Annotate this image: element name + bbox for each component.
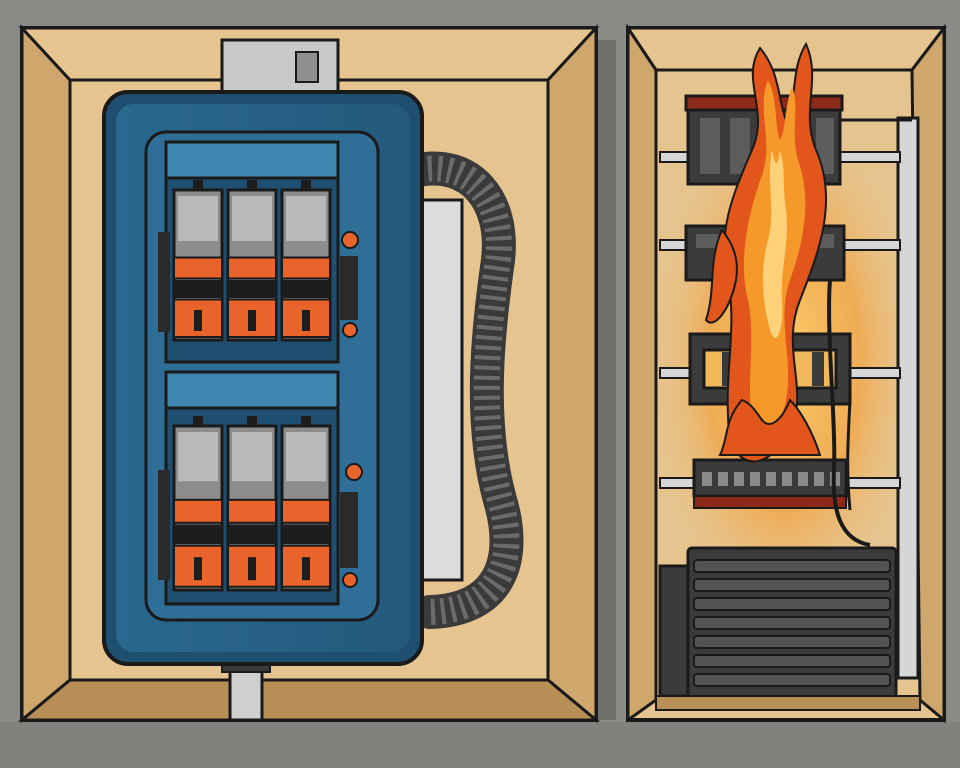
top-conduit-slot [295, 51, 319, 83]
transformer-fin [693, 654, 891, 668]
rack-top-slot [730, 118, 750, 174]
upper-bank-top-rail [164, 140, 340, 180]
breaker-clip [301, 416, 311, 426]
breaker-face [178, 196, 218, 241]
side-terminals [158, 231, 363, 588]
breaker-clip [193, 416, 203, 426]
transformer-fins [693, 559, 891, 687]
transformer-fin [693, 673, 891, 687]
upper-breaker-bank [164, 140, 340, 364]
right-cabinet-top-wall [625, 26, 948, 72]
circuit-breaker [280, 180, 332, 342]
rack-slot [814, 472, 824, 486]
circuit-breaker [280, 416, 332, 592]
breaker-orange-band [227, 256, 277, 280]
breaker-orange-band [173, 256, 223, 280]
breaker-black-band [228, 524, 276, 545]
breaker-black-band [282, 524, 330, 545]
breaker-toggle [194, 557, 202, 581]
breaker-orange-band [227, 498, 277, 524]
terminal-bolt [342, 322, 358, 338]
flexible-conduit-rings [415, 155, 520, 625]
rack-slot [750, 472, 760, 486]
terminal-bolt [341, 231, 359, 249]
circuit-breaker [226, 180, 278, 342]
rack-slot [766, 472, 776, 486]
transformer-fin [693, 597, 891, 611]
breaker-toggle [194, 310, 202, 331]
circuit-breaker [172, 416, 224, 592]
terminal-strip [340, 256, 358, 320]
transformer-block [658, 546, 898, 700]
lower-bank-top-rail [164, 370, 340, 410]
rack-slot [702, 472, 712, 486]
flame-lower [718, 398, 822, 456]
breaker-orange-band [281, 256, 331, 280]
rack-slot [798, 472, 808, 486]
rack-top-slot [700, 118, 720, 174]
breaker-black-band [282, 280, 330, 298]
cable [846, 399, 852, 511]
right-cabinet-left-wall [626, 23, 658, 723]
circuit-breaker [172, 180, 224, 342]
terminal-strip [158, 470, 170, 580]
left-cabinet [17, 24, 601, 724]
rack-third-bar [812, 352, 824, 386]
cabinet-gap-shadow [598, 40, 616, 720]
terminal-strip [340, 492, 358, 568]
cable [827, 279, 871, 547]
breaker-clip [301, 180, 311, 190]
flames [704, 41, 828, 463]
transformer-fin [693, 559, 891, 573]
breaker-black-band [174, 524, 222, 545]
flame-inner [762, 150, 787, 339]
breaker-clip [247, 416, 257, 426]
rack-slot [734, 472, 744, 486]
rack-slot [718, 472, 728, 486]
breaker-clip [193, 180, 203, 190]
lower-breaker-bank [164, 370, 340, 606]
right-cabinet-floor [655, 695, 921, 711]
breaker-toggle [302, 310, 310, 331]
breaker-orange-band [173, 498, 223, 524]
breaker-toggle [248, 310, 256, 331]
rack-fourth [692, 458, 848, 509]
flame-left-tongue [704, 228, 738, 324]
breaker-toggle [302, 557, 310, 581]
terminal-bolt [345, 463, 363, 481]
transformer-fin [693, 578, 891, 592]
transformer-fin [693, 635, 891, 649]
breaker-toggle [248, 557, 256, 581]
terminal-bolt [342, 572, 358, 588]
left-cabinet-right-wall [546, 24, 598, 724]
rack-fourth-slots [702, 472, 840, 486]
left-cabinet-left-wall [20, 24, 72, 724]
breaker-face [178, 432, 218, 482]
left-cabinet-bottom-wall [17, 678, 601, 722]
terminal-strip [158, 232, 170, 332]
circuit-breaker [226, 416, 278, 592]
breaker-orange-band [281, 498, 331, 524]
breaker-black-band [174, 280, 222, 298]
breaker-face [286, 432, 326, 482]
floor-shadow [0, 722, 960, 768]
breaker-face [232, 432, 272, 482]
breaker-clip [247, 180, 257, 190]
breaker-black-band [228, 280, 276, 298]
rack-slot [782, 472, 792, 486]
transformer-fin [693, 616, 891, 630]
vertical-pipe [896, 116, 920, 680]
rack-fourth-red [693, 495, 847, 509]
breaker-face [286, 196, 326, 241]
breaker-face [232, 196, 272, 241]
top-conduit-box [220, 38, 340, 98]
right-cabinet [625, 23, 948, 724]
